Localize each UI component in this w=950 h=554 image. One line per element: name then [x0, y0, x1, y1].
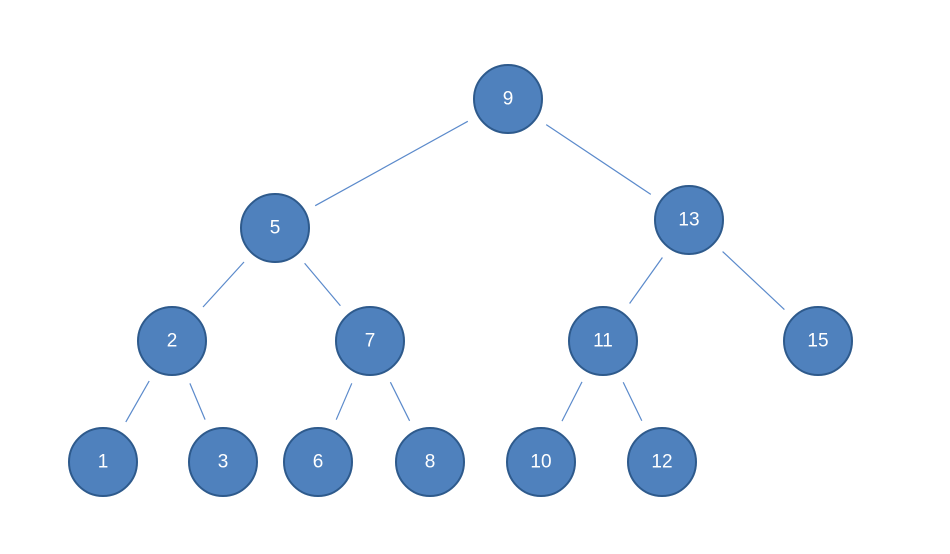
node-label: 3 [218, 452, 229, 473]
tree-node-9: 9 [473, 64, 543, 134]
node-circle [335, 306, 405, 376]
edge-9-5 [314, 120, 469, 207]
tree-node-10: 10 [506, 427, 576, 497]
node-label: 1 [98, 452, 109, 473]
node-label: 5 [270, 218, 281, 239]
tree-node-2: 2 [137, 306, 207, 376]
node-circle [395, 427, 465, 497]
tree-node-11: 11 [568, 306, 638, 376]
edge-13-15 [722, 251, 785, 310]
node-circle [240, 193, 310, 263]
edge-11-10 [561, 381, 583, 422]
tree-node-5: 5 [240, 193, 310, 263]
node-circle [137, 306, 207, 376]
node-label: 12 [651, 452, 672, 473]
tree-node-13: 13 [654, 185, 724, 255]
tree-node-6: 6 [283, 427, 353, 497]
node-label: 7 [365, 331, 376, 352]
edge-5-2 [202, 261, 245, 308]
tree-node-3: 3 [188, 427, 258, 497]
node-label: 8 [425, 452, 436, 473]
node-label: 6 [313, 452, 324, 473]
node-circle [68, 427, 138, 497]
tree-node-1: 1 [68, 427, 138, 497]
edge-13-11 [629, 257, 663, 304]
node-circle [473, 64, 543, 134]
node-circle [783, 306, 853, 376]
node-label: 2 [167, 331, 178, 352]
tree-node-8: 8 [395, 427, 465, 497]
node-circle [654, 185, 724, 255]
node-circle [283, 427, 353, 497]
edge-7-8 [389, 381, 411, 422]
node-label: 10 [530, 452, 551, 473]
edge-7-6 [335, 383, 353, 420]
edge-2-1 [125, 380, 150, 423]
node-label: 13 [678, 210, 699, 231]
node-label: 9 [503, 89, 514, 110]
tree-node-7: 7 [335, 306, 405, 376]
edge-9-13 [545, 124, 652, 195]
tree-node-15: 15 [783, 306, 853, 376]
node-circle [506, 427, 576, 497]
node-label: 15 [807, 331, 828, 352]
node-circle [188, 427, 258, 497]
node-label: 11 [593, 331, 613, 352]
edge-5-7 [304, 262, 341, 307]
edge-2-3 [189, 383, 206, 420]
node-circle [627, 427, 697, 497]
tree-node-12: 12 [627, 427, 697, 497]
node-circle [568, 306, 638, 376]
edge-11-12 [622, 382, 643, 421]
tree-edges [125, 120, 785, 423]
